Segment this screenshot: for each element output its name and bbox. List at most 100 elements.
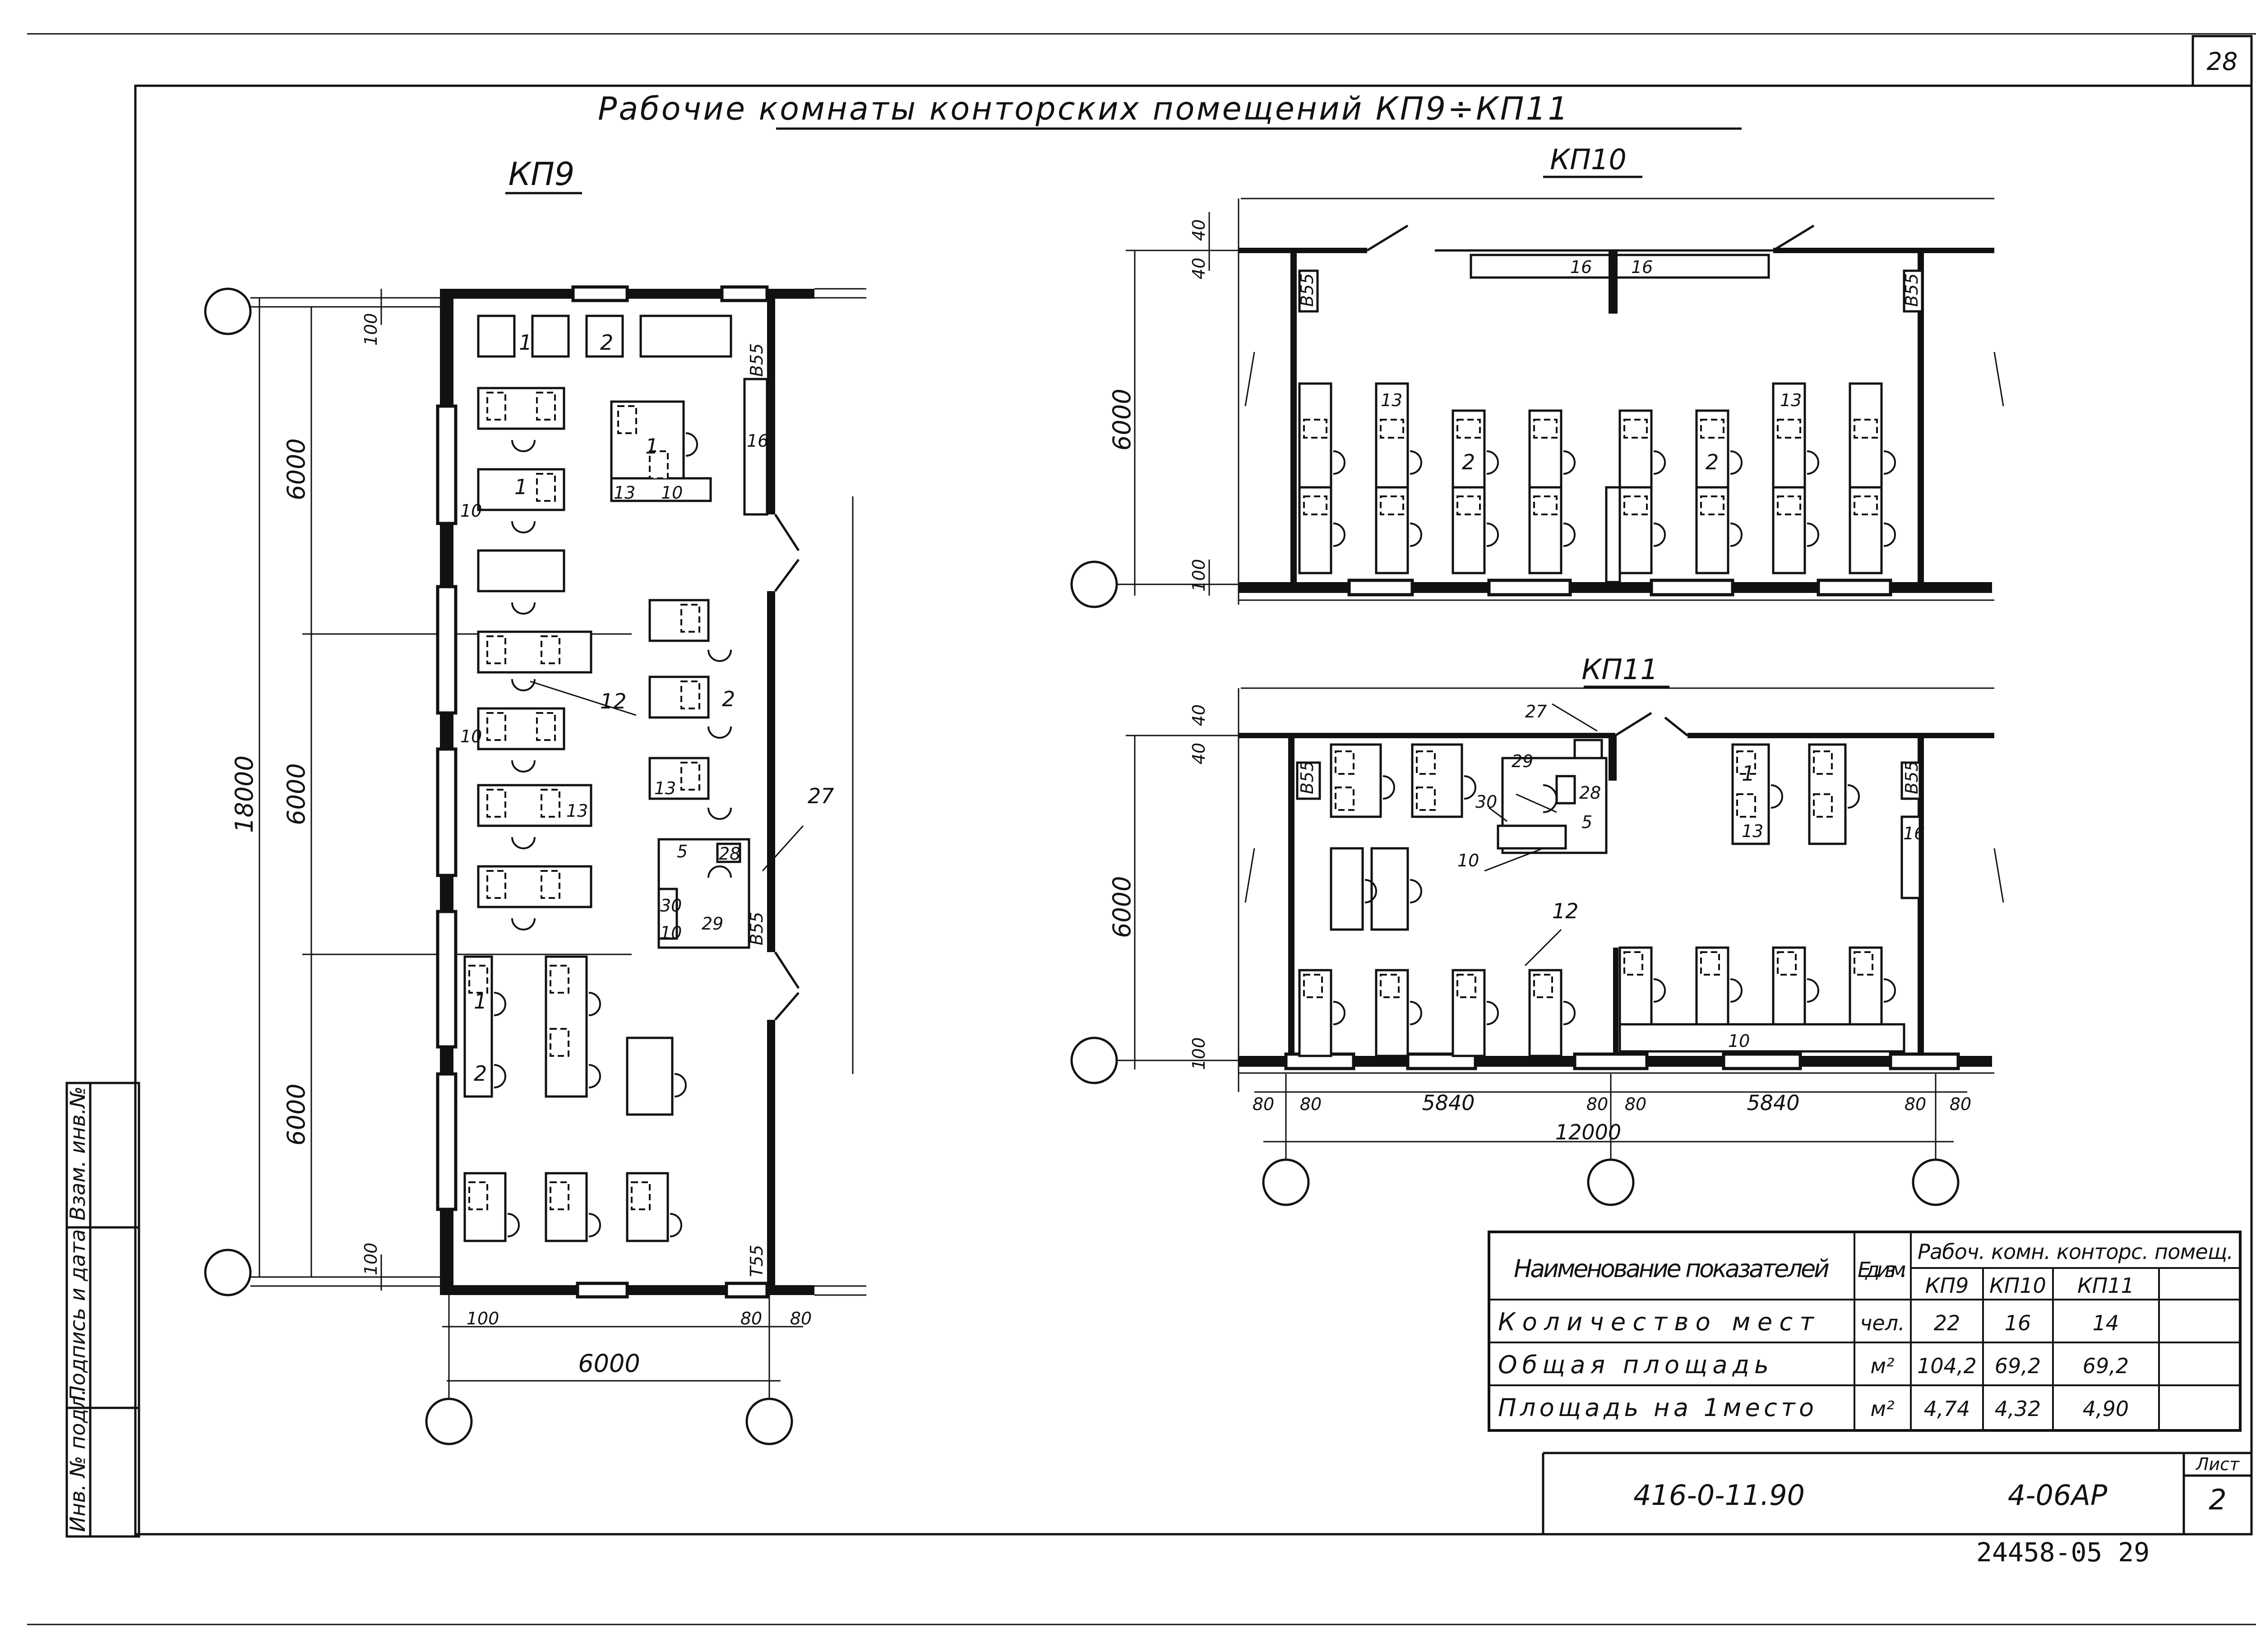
inventory-number: 24458-05 29	[1976, 1537, 2150, 1568]
kp9-label-10: 10	[661, 483, 683, 503]
sheet-title: Рабочие комнаты конторских помещений КП9…	[598, 90, 1568, 127]
kp9-label-10d: 10	[660, 923, 682, 943]
table-row1-unit: чел.	[1860, 1311, 1905, 1335]
kp11-dim-80a: 80	[1253, 1094, 1274, 1114]
table-row1-kp9: 22	[1934, 1311, 1960, 1335]
kp9-label-1c: 1	[514, 475, 527, 499]
kp9-label-2b: 2	[722, 687, 735, 711]
table-col-kp9: КП9	[1925, 1273, 1969, 1298]
kp11-label-13: 13	[1742, 821, 1763, 841]
kp11-label-10: 10	[1457, 851, 1479, 870]
title-block: 416-0-11.90 4-06АР Лист 2 24458-05 29	[1542, 1452, 2251, 1568]
kp9-dim-100-left: 100	[467, 1309, 499, 1328]
kp10-dim-40b: 40	[1189, 258, 1209, 279]
stamp-signature-label: Подпись и дата	[65, 1229, 90, 1401]
stamp-inv-label: Инв. № подл.	[65, 1389, 90, 1532]
kp11-label-16: 16	[1903, 824, 1925, 843]
kp9-desk-row-left	[477, 315, 732, 930]
plan-kp9: КП9 18000 6000 6000 6000 100 100 100 80 …	[204, 156, 866, 1445]
plan-kp11-title: КП11	[1581, 653, 1658, 686]
table-row2-name: Общая площадь	[1498, 1351, 1769, 1379]
kp10-label-13b: 13	[1780, 390, 1802, 410]
kp10-dim-40a: 40	[1189, 219, 1209, 241]
project-code: 416-0-11.90	[1633, 1479, 1805, 1512]
table-row2-kp9: 104,2	[1917, 1354, 1977, 1378]
kp11-dim-100: 100	[1189, 1037, 1209, 1070]
sheet-code: 4-06АР	[2008, 1479, 2108, 1512]
kp11-label-30: 30	[1475, 792, 1497, 812]
side-stamp: Инв. № подл. Подпись и дата Взам. инв.№	[65, 1082, 140, 1538]
kp10-mark-b55-b: В55	[1902, 273, 1922, 307]
table-header-group: Рабоч. комн. конторс. помещ.	[1918, 1240, 2233, 1264]
kp10-mark-b55-a: В55	[1297, 273, 1317, 307]
kp11-label-10b: 10	[1728, 1031, 1750, 1051]
plan-kp11: КП11 6000 40 40 100 80 80 5840 80 80 584…	[1070, 653, 2004, 1206]
axis-bubble-kp9-top	[204, 287, 252, 335]
table-row1-kp11: 14	[2093, 1311, 2119, 1335]
kp9-label-1b: 1	[645, 434, 658, 458]
kp11-label-28: 28	[1579, 783, 1601, 803]
kp9-dim-6000-width: 6000	[578, 1349, 640, 1378]
corner-number: 28	[2207, 47, 2238, 76]
table-header-name: Наименование показателей	[1514, 1254, 1830, 1283]
kp9-label-29: 29	[702, 914, 723, 934]
kp9-dim-80-a: 80	[740, 1309, 762, 1328]
kp10-label-13a: 13	[1381, 390, 1402, 410]
table-row3-unit: м²	[1870, 1397, 1894, 1421]
kp10-dim-100: 100	[1189, 559, 1209, 592]
kp11-dim-40a: 40	[1189, 704, 1209, 726]
table-col-kp11: КП11	[2077, 1273, 2134, 1298]
kp9-mark-b55-top: В55	[747, 343, 767, 377]
table-col-kp10: КП10	[1989, 1273, 2046, 1298]
list-number: 2	[2209, 1483, 2226, 1516]
table-row1-kp10: 16	[2005, 1311, 2031, 1335]
table-header-unit: Ед. изм.	[1858, 1258, 1907, 1282]
table-row2-unit: м²	[1870, 1354, 1894, 1378]
kp11-label-5: 5	[1581, 812, 1592, 832]
kp10-desks	[1298, 382, 1896, 574]
kp9-dim-18000: 18000	[230, 755, 259, 833]
kp11-dim-5840b: 5840	[1747, 1091, 1799, 1115]
kp9-dim-6000-c: 6000	[282, 1083, 310, 1145]
kp9-dim-6000-b: 6000	[282, 763, 310, 825]
table-row3-name: Площадь на 1место	[1498, 1393, 1814, 1422]
kp9-label-27: 27	[808, 784, 834, 808]
table-row3-kp9: 4,74	[1924, 1397, 1970, 1421]
kp11-mark-b55-b: В55	[1902, 761, 1922, 794]
kp11-label-27: 27	[1525, 702, 1547, 722]
kp11-dim-5840a: 5840	[1422, 1091, 1475, 1115]
kp9-mark-b55-mid: В55	[747, 912, 767, 945]
kp9-dim-100-bottom: 100	[361, 1243, 381, 1276]
drawing-frame	[134, 84, 2253, 1536]
kp10-label-16a: 16	[1570, 257, 1592, 277]
kp10-dim-6000: 6000	[1108, 389, 1136, 450]
kp9-dim-100-top: 100	[361, 313, 381, 346]
list-label: Лист	[2195, 1454, 2240, 1474]
kp9-label-13c: 13	[566, 801, 588, 821]
kp11-dim-80e: 80	[1905, 1094, 1926, 1114]
kp9-label-10b: 10	[460, 501, 482, 521]
kp9-label-12: 12	[600, 689, 627, 713]
kp9-label-5: 5	[677, 842, 688, 861]
kp11-label-1: 1	[1742, 761, 1755, 786]
plan-kp10-title: КП10	[1550, 143, 1627, 176]
kp11-dim-12000: 12000	[1555, 1120, 1621, 1144]
kp9-label-1d: 1	[474, 989, 487, 1013]
plan-kp9-title: КП9	[509, 156, 575, 193]
table-row1-name: Количество мест	[1498, 1308, 1815, 1336]
table-row2-kp11: 69,2	[2083, 1354, 2129, 1378]
table-row2-kp10: 69,2	[1995, 1354, 2041, 1378]
kp11-label-29: 29	[1512, 751, 1533, 771]
kp9-label-13: 13	[614, 483, 635, 503]
kp9-dim-80-b: 80	[790, 1309, 812, 1328]
kp9-label-16: 16	[747, 431, 768, 451]
kp11-dim-80f: 80	[1950, 1094, 1971, 1114]
stamp-replacement-label: Взам. инв.№	[65, 1086, 90, 1221]
kp10-label-2b: 2	[1706, 450, 1719, 474]
kp10-label-16b: 16	[1631, 257, 1653, 277]
kp9-label-30: 30	[660, 896, 682, 916]
kp9-label-13b: 13	[654, 778, 676, 798]
kp11-dim-40b: 40	[1189, 743, 1209, 764]
kp10-label-2a: 2	[1462, 450, 1475, 474]
